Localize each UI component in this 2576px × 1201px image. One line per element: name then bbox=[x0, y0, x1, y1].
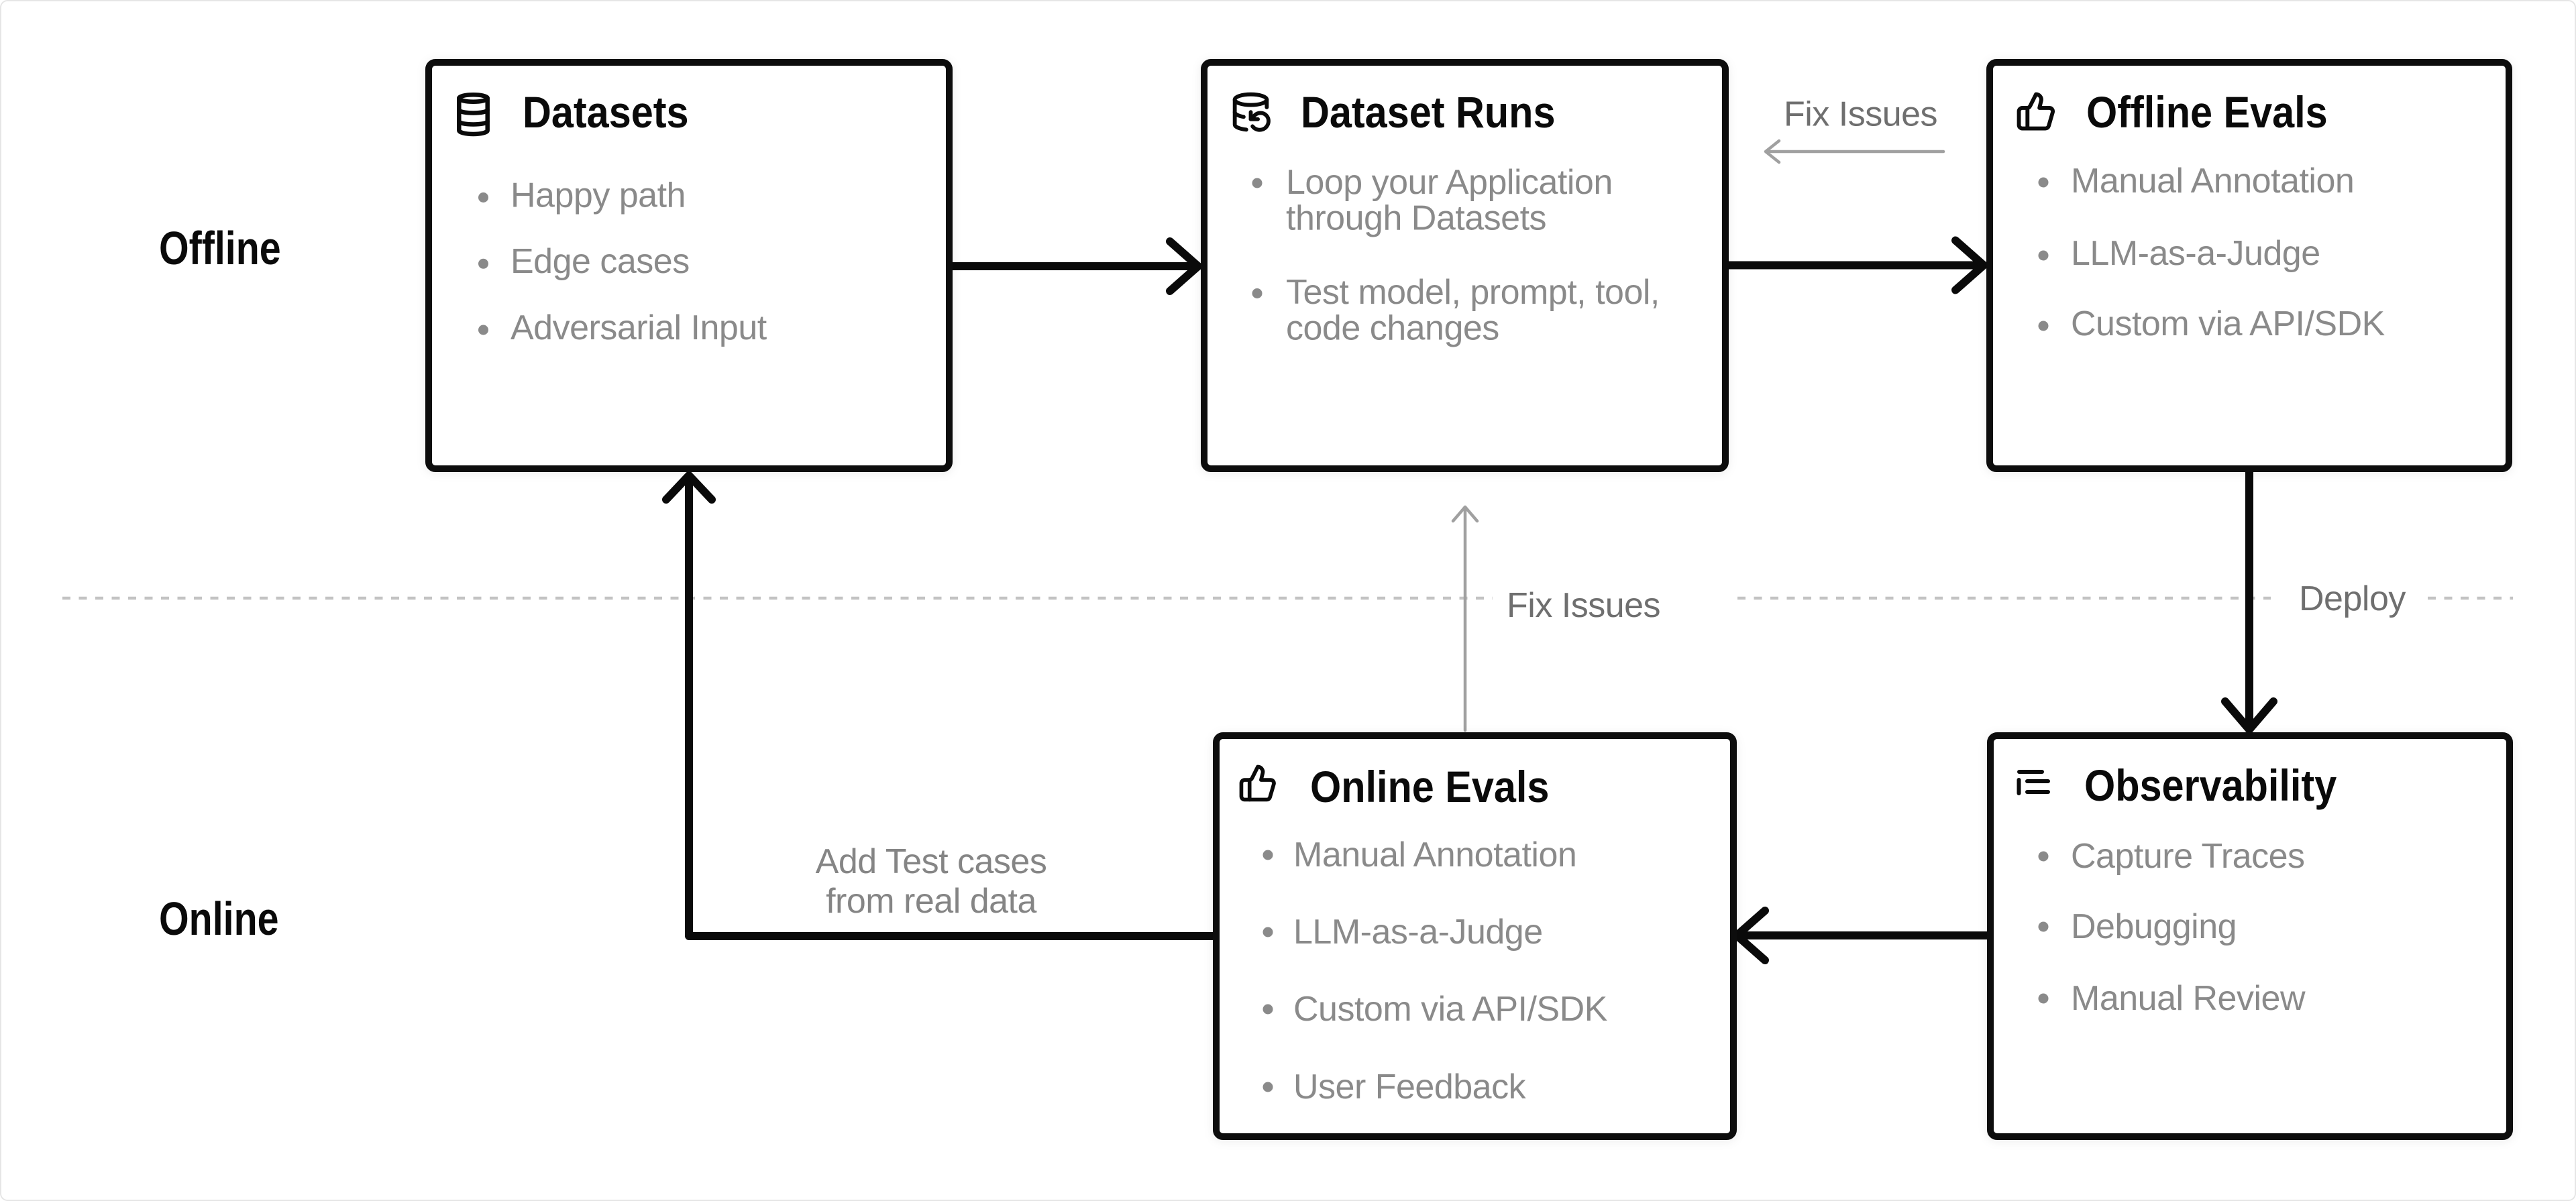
svg-text:LLM-as-a-Judge: LLM-as-a-Judge bbox=[2071, 234, 2320, 273]
svg-text:Happy path: Happy path bbox=[511, 176, 686, 215]
svg-text:Datasets: Datasets bbox=[523, 88, 689, 137]
svg-text:Edge cases: Edge cases bbox=[511, 242, 690, 281]
svg-text:Deploy: Deploy bbox=[2299, 579, 2406, 618]
svg-text:Dataset Runs: Dataset Runs bbox=[1301, 88, 1555, 137]
svg-text:Capture Traces: Capture Traces bbox=[2071, 837, 2305, 876]
svg-text:Custom via API/SDK: Custom via API/SDK bbox=[2071, 304, 2385, 343]
svg-text:Offline: Offline bbox=[159, 222, 281, 275]
svg-text:LLM-as-a-Judge: LLM-as-a-Judge bbox=[1293, 913, 1543, 952]
svg-text:Fix Issues: Fix Issues bbox=[1784, 95, 1937, 134]
svg-text:code changes: code changes bbox=[1286, 309, 1499, 348]
svg-text:Offline Evals: Offline Evals bbox=[2086, 88, 2328, 137]
svg-text:Adversarial Input: Adversarial Input bbox=[511, 308, 767, 347]
svg-text:from real data: from real data bbox=[826, 882, 1036, 921]
svg-text:Add Test cases: Add Test cases bbox=[816, 842, 1047, 881]
svg-text:Online: Online bbox=[159, 893, 279, 946]
svg-text:Manual Annotation: Manual Annotation bbox=[1293, 836, 1576, 874]
svg-text:Manual Annotation: Manual Annotation bbox=[2071, 162, 2354, 201]
svg-text:User Feedback: User Feedback bbox=[1293, 1068, 1527, 1106]
svg-text:Loop your Application: Loop your Application bbox=[1286, 163, 1613, 202]
svg-text:Fix Issues: Fix Issues bbox=[1507, 586, 1660, 625]
svg-text:through Datasets: through Datasets bbox=[1286, 199, 1546, 238]
svg-text:Online Evals: Online Evals bbox=[1310, 762, 1549, 812]
svg-text:Manual Review: Manual Review bbox=[2071, 979, 2306, 1018]
svg-text:Custom via API/SDK: Custom via API/SDK bbox=[1293, 990, 1608, 1029]
svg-text:Observability: Observability bbox=[2084, 761, 2337, 811]
svg-text:Debugging: Debugging bbox=[2071, 907, 2237, 946]
svg-text:Test model, prompt, tool,: Test model, prompt, tool, bbox=[1286, 273, 1660, 312]
